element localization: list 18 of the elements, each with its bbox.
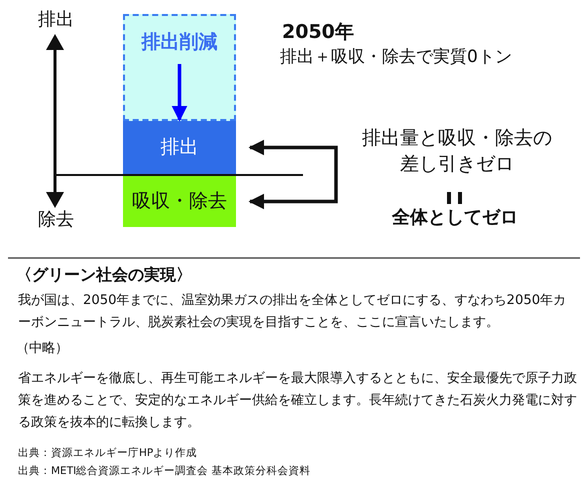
target-text: 排出＋吸収・除去で実質0トン [280,47,512,67]
removal-bar: 吸収・除去 [123,176,236,227]
year-heading: 2050年 [282,21,354,43]
arrow [172,64,188,122]
axis-label: 除去 [38,209,74,230]
section-heading: 〈グリーン社会の実現〉 [16,265,192,284]
source-note: 出典：資源エネルギー庁HPより作成 [18,447,198,459]
axis-label: 排出 [38,9,74,30]
reduction-box: 排出削減 [123,14,236,121]
source-note: 出典：METI総合資源エネルギー調査会 基本政策分科会資料 [18,465,311,477]
arrow [248,179,338,210]
paragraph: 我が国は、2050年までに、温室効果ガスの排出を全体としてゼロにする、すなわち2050年カーボンニュートラル、脱炭素社会の実現を目指すことを、ここに宣言いたします。 [18,293,566,330]
conclusion-text: 全体としてゼロ [392,207,518,228]
omission-note: （中略） [16,341,68,356]
net-zero-text: 排出量と吸収・除去の差し引きゼロ [357,124,557,180]
arrow [248,140,338,179]
paragraph: 省エネルギーを徹底し、再生可能エネルギーを最大限導入するとともに、安全最優先で原子力政策を進めることで、安定的なエネルギー供給を確立します。長年続けてきた石炭火力発電に対する政策を抜本的に転換します。 [18,371,577,430]
emission-bar: 排出 [123,121,236,174]
